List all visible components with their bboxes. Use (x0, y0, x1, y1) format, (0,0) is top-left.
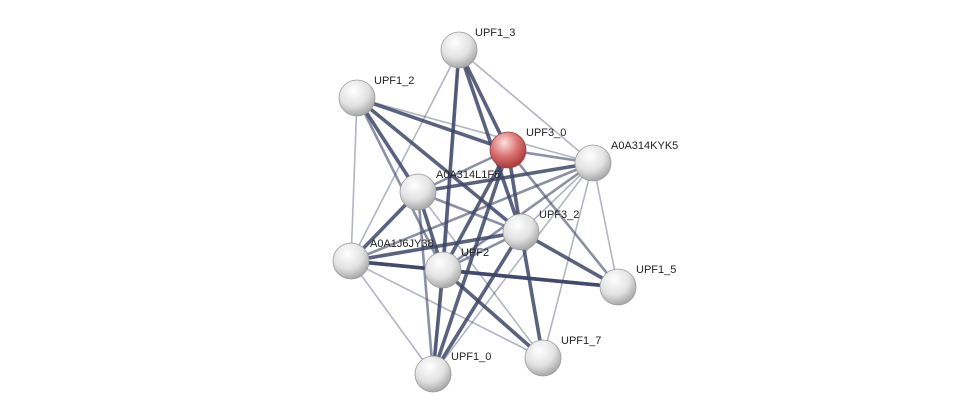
node-UPF3_2[interactable]: UPF3_2 (502, 209, 579, 251)
edge-UPF1_2-A0A314L1F8[interactable] (355, 97, 420, 193)
node-label: A0A1J6JY38 (370, 238, 434, 250)
edge-UPF3_2-UPF1_7[interactable] (519, 231, 545, 359)
edge-UPF3_2-UPF1_0[interactable] (431, 231, 523, 375)
edge-UPF1_3-UPF3_0[interactable] (457, 49, 510, 151)
node-label: UPF1_5 (636, 264, 676, 276)
edge-UPF1_3-UPF2[interactable] (441, 49, 461, 271)
edge-UPF1_3-A0A314KYK5[interactable] (458, 49, 594, 164)
edge-UPF1_2-UPF2[interactable] (355, 97, 445, 271)
node-UPF1_7[interactable]: UPF1_7 (524, 335, 601, 377)
edge-A0A1J6JY38-UPF1_7[interactable] (350, 260, 544, 359)
protein-sphere[interactable] (574, 144, 612, 182)
edge-UPF3_2-UPF1_5[interactable] (520, 230, 619, 289)
node-UPF2[interactable]: UPF2 (424, 247, 489, 289)
edge-UPF2-UPF1_7[interactable] (441, 268, 545, 360)
node-label: UPF1_2 (374, 75, 414, 87)
protein-sphere[interactable] (424, 251, 462, 289)
node-label: UPF1_0 (451, 351, 491, 363)
node-label: UPF2 (461, 247, 489, 259)
node-UPF1_2[interactable]: UPF1_2 (338, 75, 414, 117)
protein-sphere[interactable] (338, 79, 376, 117)
edge-A0A314KYK5-UPF1_5[interactable] (592, 162, 619, 288)
node-UPF1_3[interactable]: UPF1_3 (440, 27, 515, 69)
node-label: A0A314L1F8 (436, 169, 500, 181)
edge-UPF1_2-A0A1J6JY38[interactable] (350, 97, 358, 262)
protein-sphere[interactable] (440, 31, 478, 69)
edge-UPF3_2-A0A1J6JY38[interactable] (350, 230, 522, 263)
edge-UPF1_3-A0A1J6JY38[interactable] (350, 49, 460, 262)
edge-UPF3_0-UPF1_0[interactable] (431, 149, 510, 375)
node-A0A314KYK5[interactable]: A0A314KYK5 (574, 140, 678, 182)
protein-sphere[interactable] (399, 173, 437, 211)
edge-UPF1_2-UPF3_0[interactable] (356, 96, 509, 152)
protein-sphere[interactable] (599, 268, 637, 306)
protein-sphere[interactable] (332, 242, 370, 280)
edge-UPF2-UPF1_5[interactable] (442, 268, 619, 289)
edge-UPF1_3-UPF3_2[interactable] (457, 49, 523, 233)
edge-A0A314L1F8-UPF1_0[interactable] (416, 191, 435, 375)
node-UPF1_0[interactable]: UPF1_0 (414, 351, 491, 393)
edge-A0A314L1F8-UPF3_2[interactable] (417, 190, 522, 234)
node-label: A0A314KYK5 (611, 140, 678, 152)
edge-UPF1_2-UPF3_2[interactable] (355, 96, 523, 234)
edge-UPF1_2-A0A314KYK5[interactable] (356, 97, 594, 164)
node-A0A1J6JY38[interactable]: A0A1J6JY38 (332, 238, 434, 280)
node-A0A314L1F8[interactable]: A0A314L1F8 (399, 169, 500, 211)
edge-A0A1J6JY38-UPF1_0[interactable] (350, 260, 434, 375)
node-label: UPF3_0 (526, 127, 566, 139)
edge-A0A314KYK5-A0A314L1F8[interactable] (417, 161, 594, 194)
node-label: UPF3_2 (539, 209, 579, 221)
query-protein-sphere[interactable] (489, 131, 527, 169)
protein-sphere[interactable] (502, 213, 540, 251)
node-UPF1_5[interactable]: UPF1_5 (599, 264, 676, 306)
node-UPF3_0[interactable]: UPF3_0 (489, 127, 566, 169)
node-label: UPF1_7 (561, 335, 601, 347)
protein-sphere[interactable] (414, 355, 452, 393)
protein-sphere[interactable] (524, 339, 562, 377)
edge-A0A314KYK5-UPF1_0[interactable] (432, 162, 594, 375)
node-label: UPF1_3 (475, 27, 515, 39)
